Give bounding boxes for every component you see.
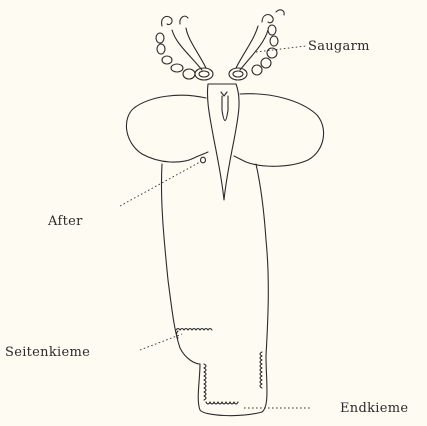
seitenkieme-leader [140,334,182,350]
label-seitenkieme: Seitenkieme [5,345,90,360]
suction-arms [156,10,284,80]
right-fin [234,94,324,167]
left-fin [126,95,208,162]
saugarm-leader [256,46,306,52]
end-gill [204,352,262,404]
head [207,84,239,200]
label-saugarm: Saugarm [308,39,370,54]
label-endkieme: Endkieme [340,401,408,416]
anus [201,157,206,163]
side-gill [176,329,212,339]
label-after: After [47,214,83,229]
after-leader [120,162,200,206]
body [161,164,268,416]
